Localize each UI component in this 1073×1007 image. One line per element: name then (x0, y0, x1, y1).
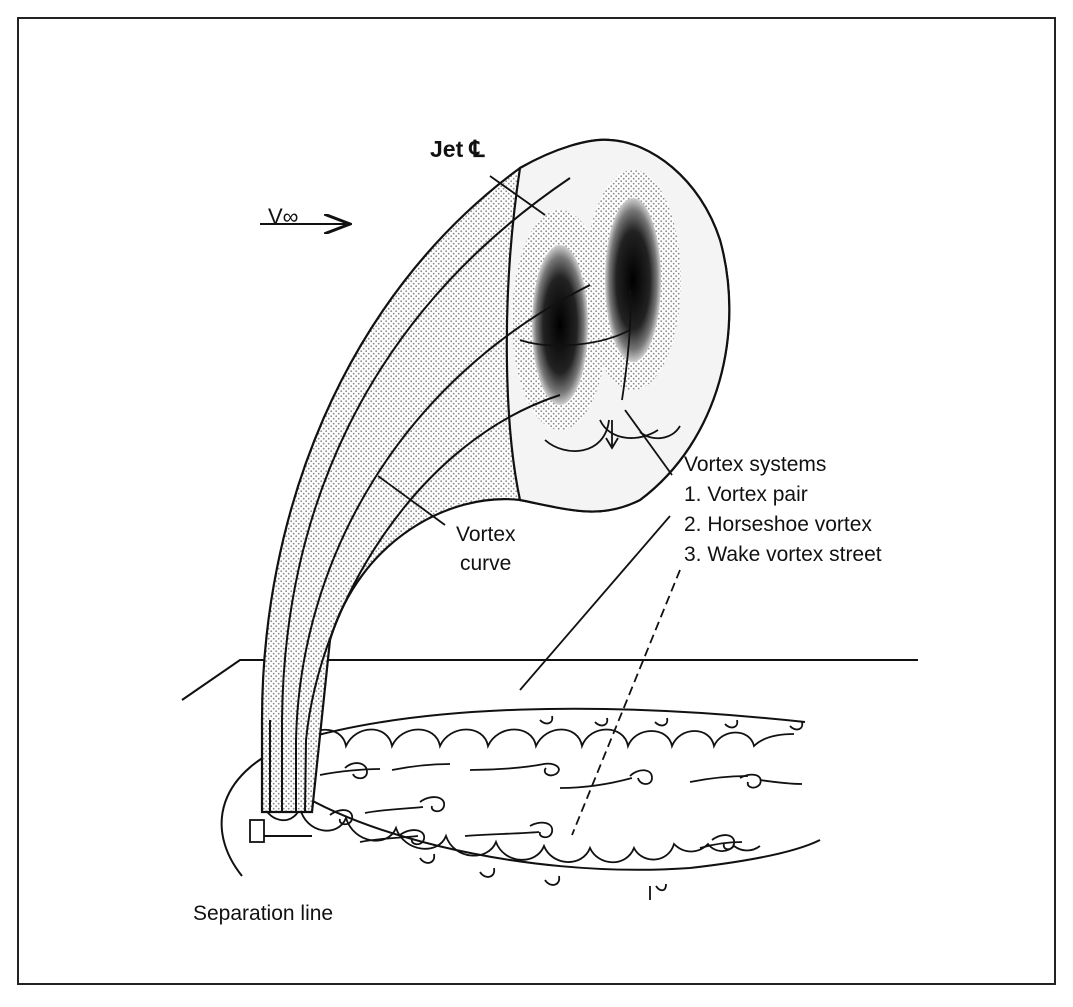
vortex-curve-label-line1: Vortex (456, 524, 516, 545)
horseshoe-vortex-upper (300, 716, 802, 748)
leader-horseshoe (520, 516, 670, 690)
vortex-systems-title: Vortex systems (684, 454, 826, 475)
wake-vortex-street (320, 763, 802, 849)
separation-line-label: Separation line (193, 903, 333, 924)
vortex-core-left (532, 245, 588, 405)
freestream-velocity-label: V∞ (268, 206, 298, 228)
jet-centerline-label: Jet ℄ (430, 138, 484, 161)
vortex-systems-item-1: 1. Vortex pair (684, 484, 808, 505)
vortex-systems-item-2: 2. Horseshoe vortex (684, 514, 872, 535)
vortex-curve-label-line2: curve (460, 553, 511, 574)
horseshoe-vortex-lower (262, 800, 760, 900)
vortex-systems-item-3: 3. Wake vortex street (684, 544, 882, 565)
jet-nozzle (250, 820, 264, 842)
